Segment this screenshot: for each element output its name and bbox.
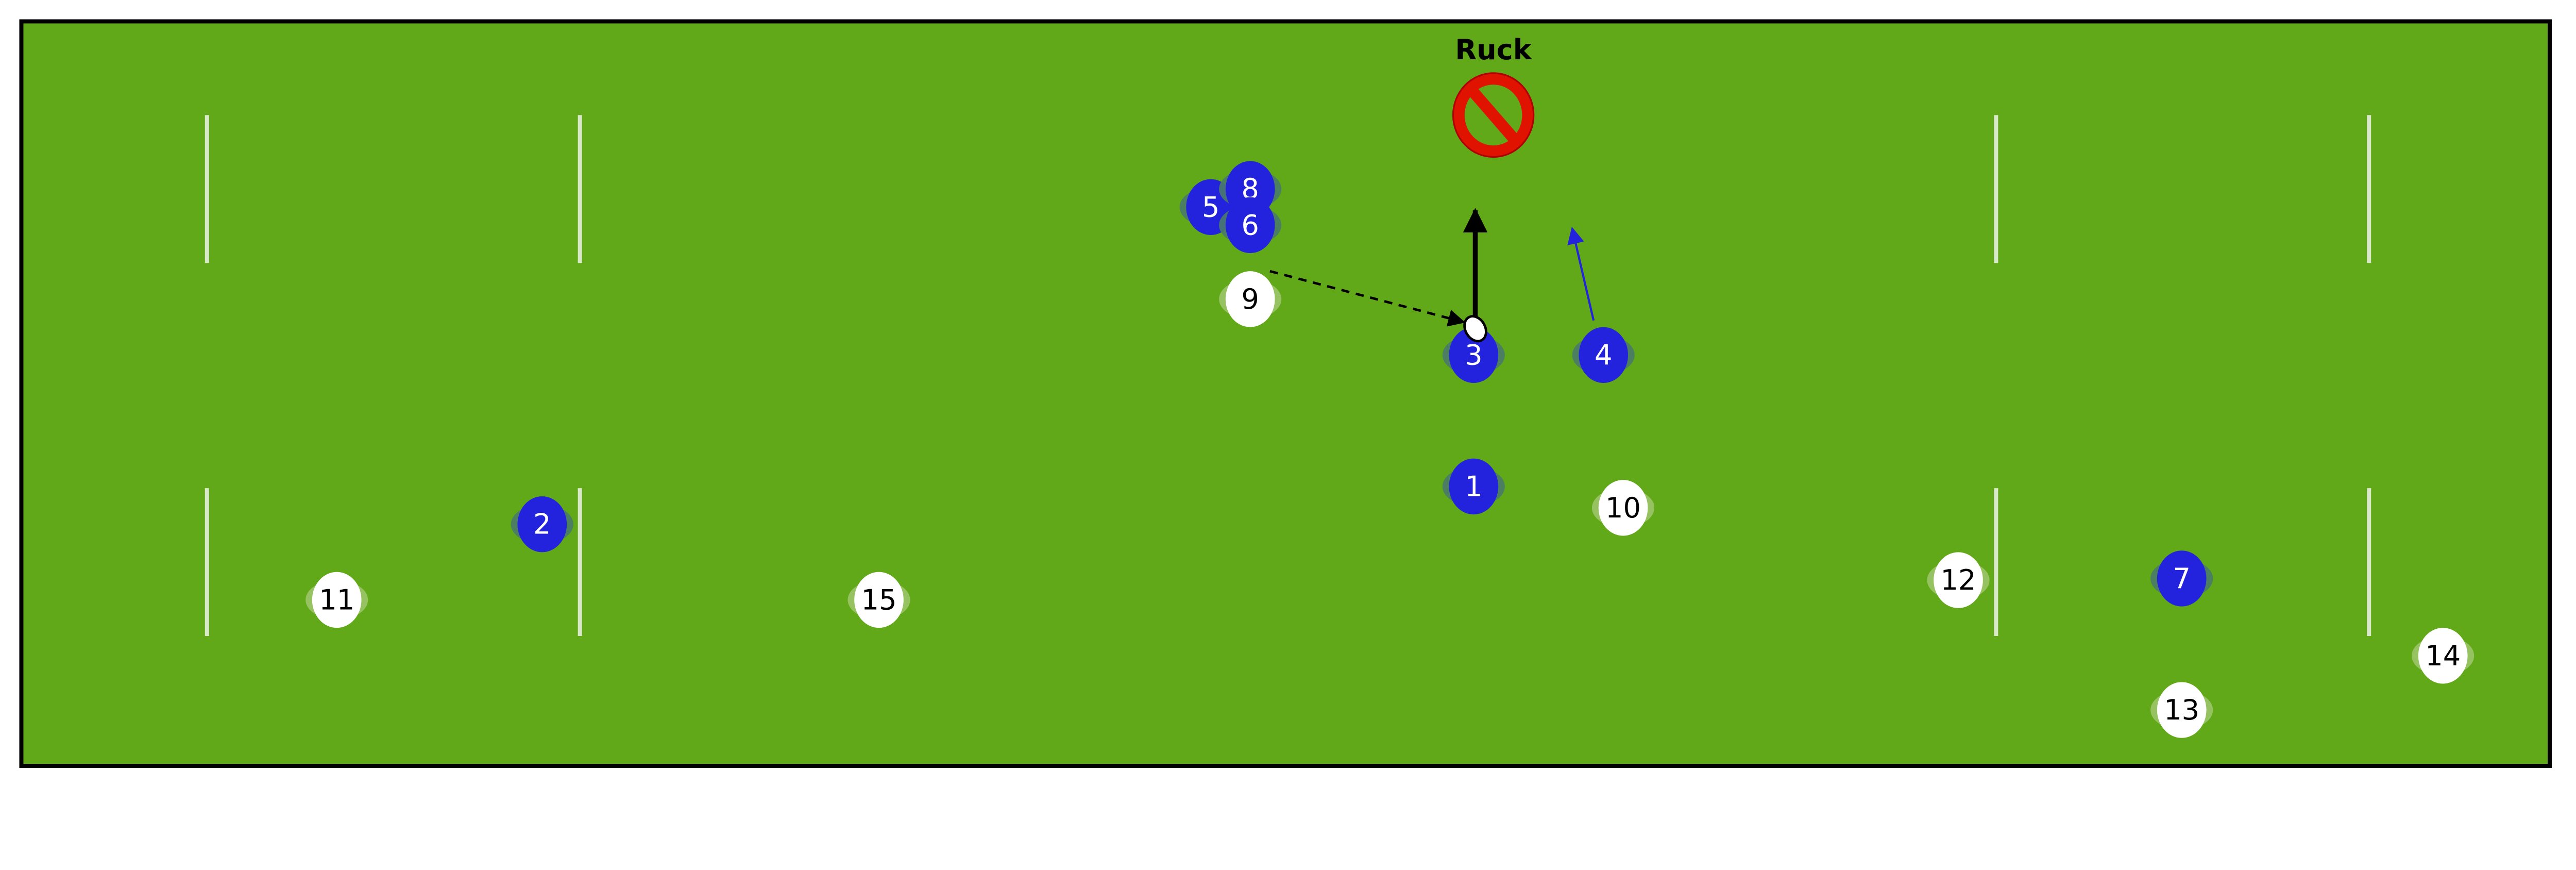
attack-player-6[interactable]: 6 [1219, 197, 1282, 254]
attack-player-7[interactable]: 7 [2150, 550, 2213, 607]
player-number: 13 [2164, 694, 2199, 726]
attack-player-2[interactable]: 2 [511, 496, 573, 553]
player-number: 2 [533, 508, 551, 541]
player-marker [312, 572, 362, 628]
player-number: 6 [1241, 209, 1259, 241]
pitch [19, 19, 2552, 768]
player-marker [1225, 197, 1275, 254]
player-number: 3 [1465, 339, 1482, 371]
defence-player-14[interactable]: 14 [2412, 628, 2475, 684]
support-run-arrow [1567, 227, 1595, 321]
player-number: 5 [1202, 191, 1219, 223]
defence-player-13[interactable]: 13 [2150, 682, 2213, 738]
defence-player-9[interactable]: 9 [1219, 271, 1282, 327]
defence-player-10[interactable]: 10 [1591, 480, 1655, 536]
player-number: 14 [2425, 640, 2461, 672]
attack-player-4[interactable]: 4 [1572, 327, 1635, 383]
player-number: 1 [1465, 470, 1482, 503]
ruck-label: Ruck [1455, 34, 1532, 66]
player-marker [1934, 552, 1983, 608]
player-marker [2157, 682, 2207, 738]
player-number: 7 [2173, 562, 2190, 595]
rugby-ball-icon [1463, 315, 1487, 343]
attack-player-1[interactable]: 1 [1442, 458, 1505, 515]
pass-arrow [1269, 270, 1466, 327]
player-number: 11 [319, 583, 354, 616]
player-marker [854, 572, 904, 628]
defence-player-11[interactable]: 11 [306, 572, 368, 628]
no-entry-icon [1452, 72, 1535, 158]
player-marker [1579, 327, 1629, 383]
defence-player-12[interactable]: 12 [1927, 552, 1990, 608]
pitch-lines [205, 115, 2371, 637]
attack-player-3[interactable]: 3 [1442, 327, 1505, 383]
player-marker [1449, 327, 1499, 383]
player-marker [2418, 628, 2468, 684]
player-marker [1598, 480, 1648, 536]
player-number: 9 [1241, 283, 1259, 315]
player-marker [1225, 271, 1275, 327]
player-number: 15 [861, 583, 897, 616]
player-marker [517, 496, 567, 553]
player-marker [1449, 458, 1499, 515]
defence-player-15[interactable]: 15 [848, 572, 910, 628]
player-number: 10 [1605, 492, 1641, 524]
player-number: 12 [1941, 564, 1976, 596]
player-number: 4 [1595, 339, 1612, 371]
player-marker [2157, 550, 2207, 607]
